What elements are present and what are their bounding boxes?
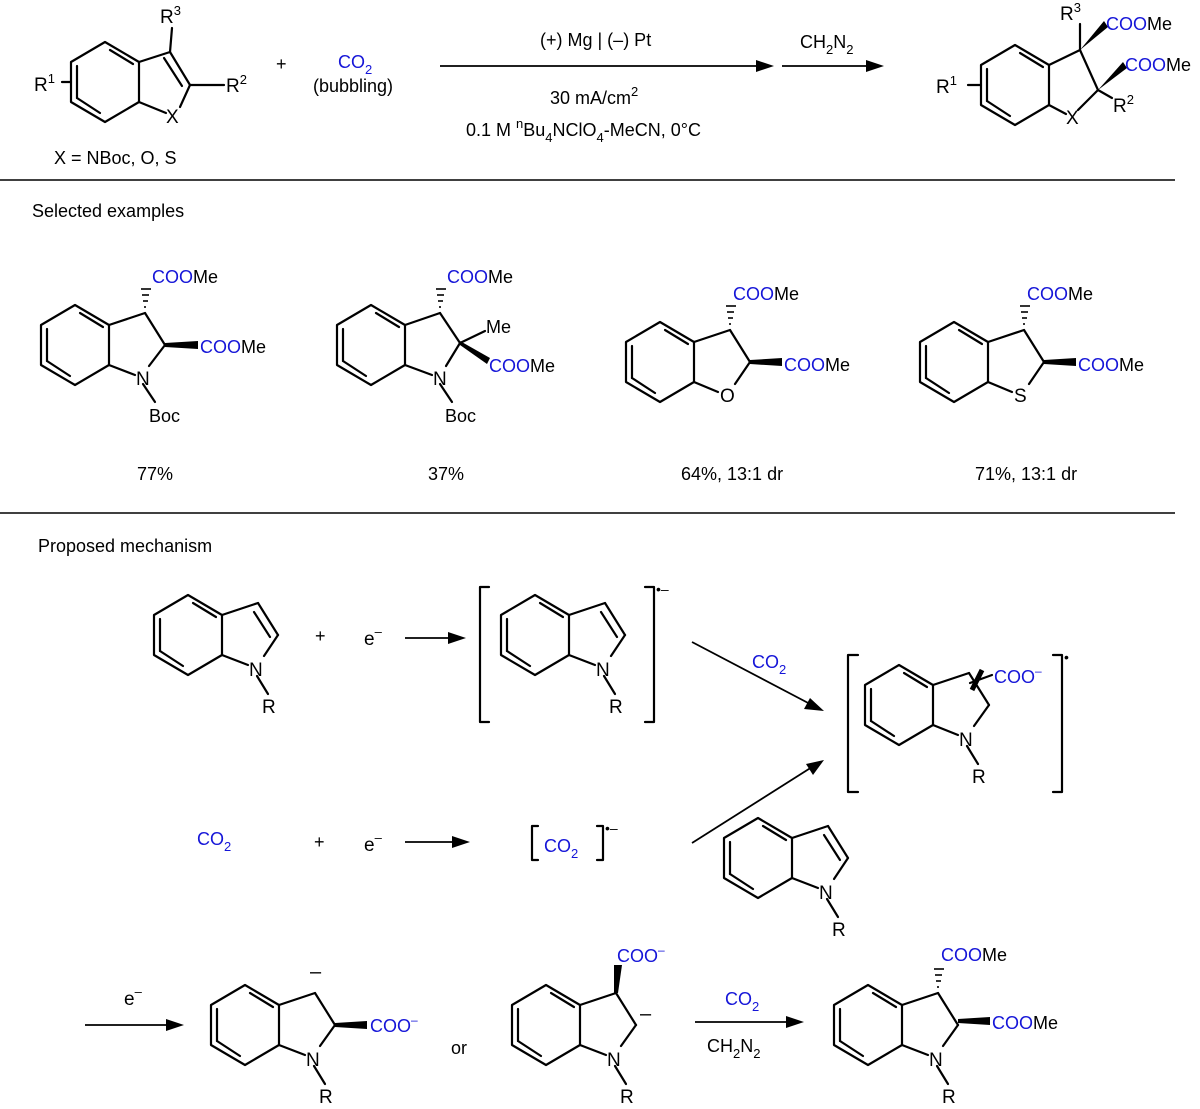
plus-2: + (314, 832, 325, 852)
x-definition: X = NBoc, O, S (54, 148, 177, 168)
selected-examples-heading: Selected examples (32, 201, 184, 221)
dianion-2-carboxylate: – N R COO– (209, 961, 418, 1108)
bubbling-label: (bubbling) (313, 76, 393, 96)
co2-reagent: CO2 (338, 52, 372, 77)
reactant-structure: R3 R2 R1 X (34, 3, 247, 128)
example-2-structure: N Boc Me COOMe COOMe (335, 267, 555, 426)
r3-label: R3 (160, 3, 181, 28)
carboxylate-radical-r: R (972, 767, 986, 788)
example-1-yield: 77% (137, 464, 173, 484)
dianion-b-carbanion: – (640, 1003, 652, 1025)
electron-2: e– (364, 830, 383, 856)
radical-anion-charge: •– (656, 581, 669, 597)
final-product: N R COOMe COOMe (832, 945, 1058, 1108)
co2-radical-anion: CO2 •– (530, 820, 618, 862)
arrow-final (695, 1016, 804, 1028)
dianion-b-r: R (620, 1087, 634, 1108)
diazomethane-label: CH2N2 (800, 32, 853, 57)
indole-2-r: R (832, 920, 846, 941)
radical-anion-r: R (609, 697, 623, 718)
dianion-b-n: N (607, 1050, 621, 1071)
indole-2: N R (722, 816, 850, 941)
product-ester-2: COOMe (1125, 55, 1191, 75)
or-label: or (451, 1038, 467, 1058)
co2-radical-anion-charge: •– (605, 820, 618, 836)
final-co2-label: CO2 (725, 989, 759, 1014)
example-1-heteroatom: N (136, 369, 150, 390)
current-density-label: 30 mA/cm2 (550, 84, 638, 108)
arrow-reduction-1 (405, 632, 466, 644)
indole-1-r: R (262, 697, 276, 718)
final-diazomethane-label: CH2N2 (707, 1036, 760, 1061)
dianion-a-n: N (306, 1050, 320, 1071)
product-r2-label: R2 (1113, 92, 1134, 117)
arrow-co2-addition (691, 641, 824, 711)
final-product-ester-3: COOMe (941, 945, 1007, 965)
electron-1: e– (364, 624, 383, 650)
co2-label-arrow: CO2 (752, 652, 786, 677)
plus-1: + (315, 626, 326, 646)
indole-1-n: N (249, 660, 263, 681)
example-4-ester-3: COOMe (1027, 284, 1093, 304)
dianion-3-carboxylate: – N R COO– (510, 943, 665, 1108)
indole-radical-anion: N R •– (478, 581, 669, 724)
x-atom-label: X (166, 107, 179, 128)
dianion-b-coo: COO– (617, 943, 665, 966)
indole-1: N R (152, 593, 280, 718)
r2-label: R2 (226, 72, 247, 97)
example-2-yield: 37% (428, 464, 464, 484)
mechanism-heading: Proposed mechanism (38, 536, 212, 556)
example-3-ester-2: COOMe (784, 355, 850, 375)
plus-sign: + (276, 54, 287, 74)
example-2-heteroatom: N (433, 369, 447, 390)
carboxylate-radical-coo: COO– (994, 664, 1042, 687)
co2-radical-anion-label: CO2 (544, 836, 578, 861)
carboxylate-radical: N R COO– • (846, 649, 1069, 794)
dianion-a-coo: COO– (370, 1013, 418, 1036)
electrolysis-arrow (440, 60, 774, 72)
example-4-ester-2: COOMe (1078, 355, 1144, 375)
example-3-yield: 64%, 13:1 dr (681, 464, 783, 484)
example-1-ester-3: COOMe (152, 267, 218, 287)
example-3-structure: O COOMe COOMe (624, 284, 850, 407)
example-2-methyl: Me (486, 317, 511, 337)
dianion-a-r: R (319, 1087, 333, 1108)
example-3-ester-3: COOMe (733, 284, 799, 304)
example-4-yield: 71%, 13:1 dr (975, 464, 1077, 484)
methylation-arrow (782, 60, 884, 72)
arrow-reduction-2 (405, 836, 470, 848)
electrolyte-label: 0.1 M nBu4NClO4-MeCN, 0°C (466, 116, 701, 145)
example-2-ester-2: COOMe (489, 356, 555, 376)
carboxylate-radical-n: N (959, 730, 973, 751)
arrow-reduction-3 (85, 1019, 184, 1031)
carboxylate-radical-dot: • (1064, 649, 1069, 665)
example-1-ester-2: COOMe (200, 337, 266, 357)
product-x-label: X (1066, 108, 1079, 129)
product-r1-label: R1 (936, 73, 957, 98)
example-3-heteroatom: O (720, 386, 735, 407)
example-4-heteroatom: S (1014, 386, 1027, 407)
radical-anion-n: N (596, 660, 610, 681)
final-product-r: R (942, 1087, 956, 1108)
example-2-boc: Boc (445, 406, 476, 426)
product-ester-3: COOMe (1106, 14, 1172, 34)
example-2-ester-3: COOMe (447, 267, 513, 287)
electron-3: e– (124, 984, 143, 1010)
electrode-label: (+) Mg | (–) Pt (540, 30, 651, 50)
general-reaction: R3 R2 R1 X X = NBoc, O, S + CO2 (bubblin… (34, 0, 1191, 168)
final-product-ester-2: COOMe (992, 1013, 1058, 1033)
indole-2-n: N (819, 883, 833, 904)
co2-molecule: CO2 (197, 829, 231, 854)
example-1-structure: N Boc COOMe COOMe (39, 267, 266, 426)
product-structure: R3 R2 R1 X COOMe COOMe (936, 0, 1191, 129)
example-4-structure: S COOMe COOMe (918, 284, 1144, 407)
arrow-indole-addition (691, 760, 824, 844)
r1-label: R1 (34, 71, 55, 96)
dianion-a-carbanion: – (310, 961, 322, 983)
product-r3-label: R3 (1060, 0, 1081, 25)
example-1-boc: Boc (149, 406, 180, 426)
final-product-n: N (929, 1050, 943, 1071)
